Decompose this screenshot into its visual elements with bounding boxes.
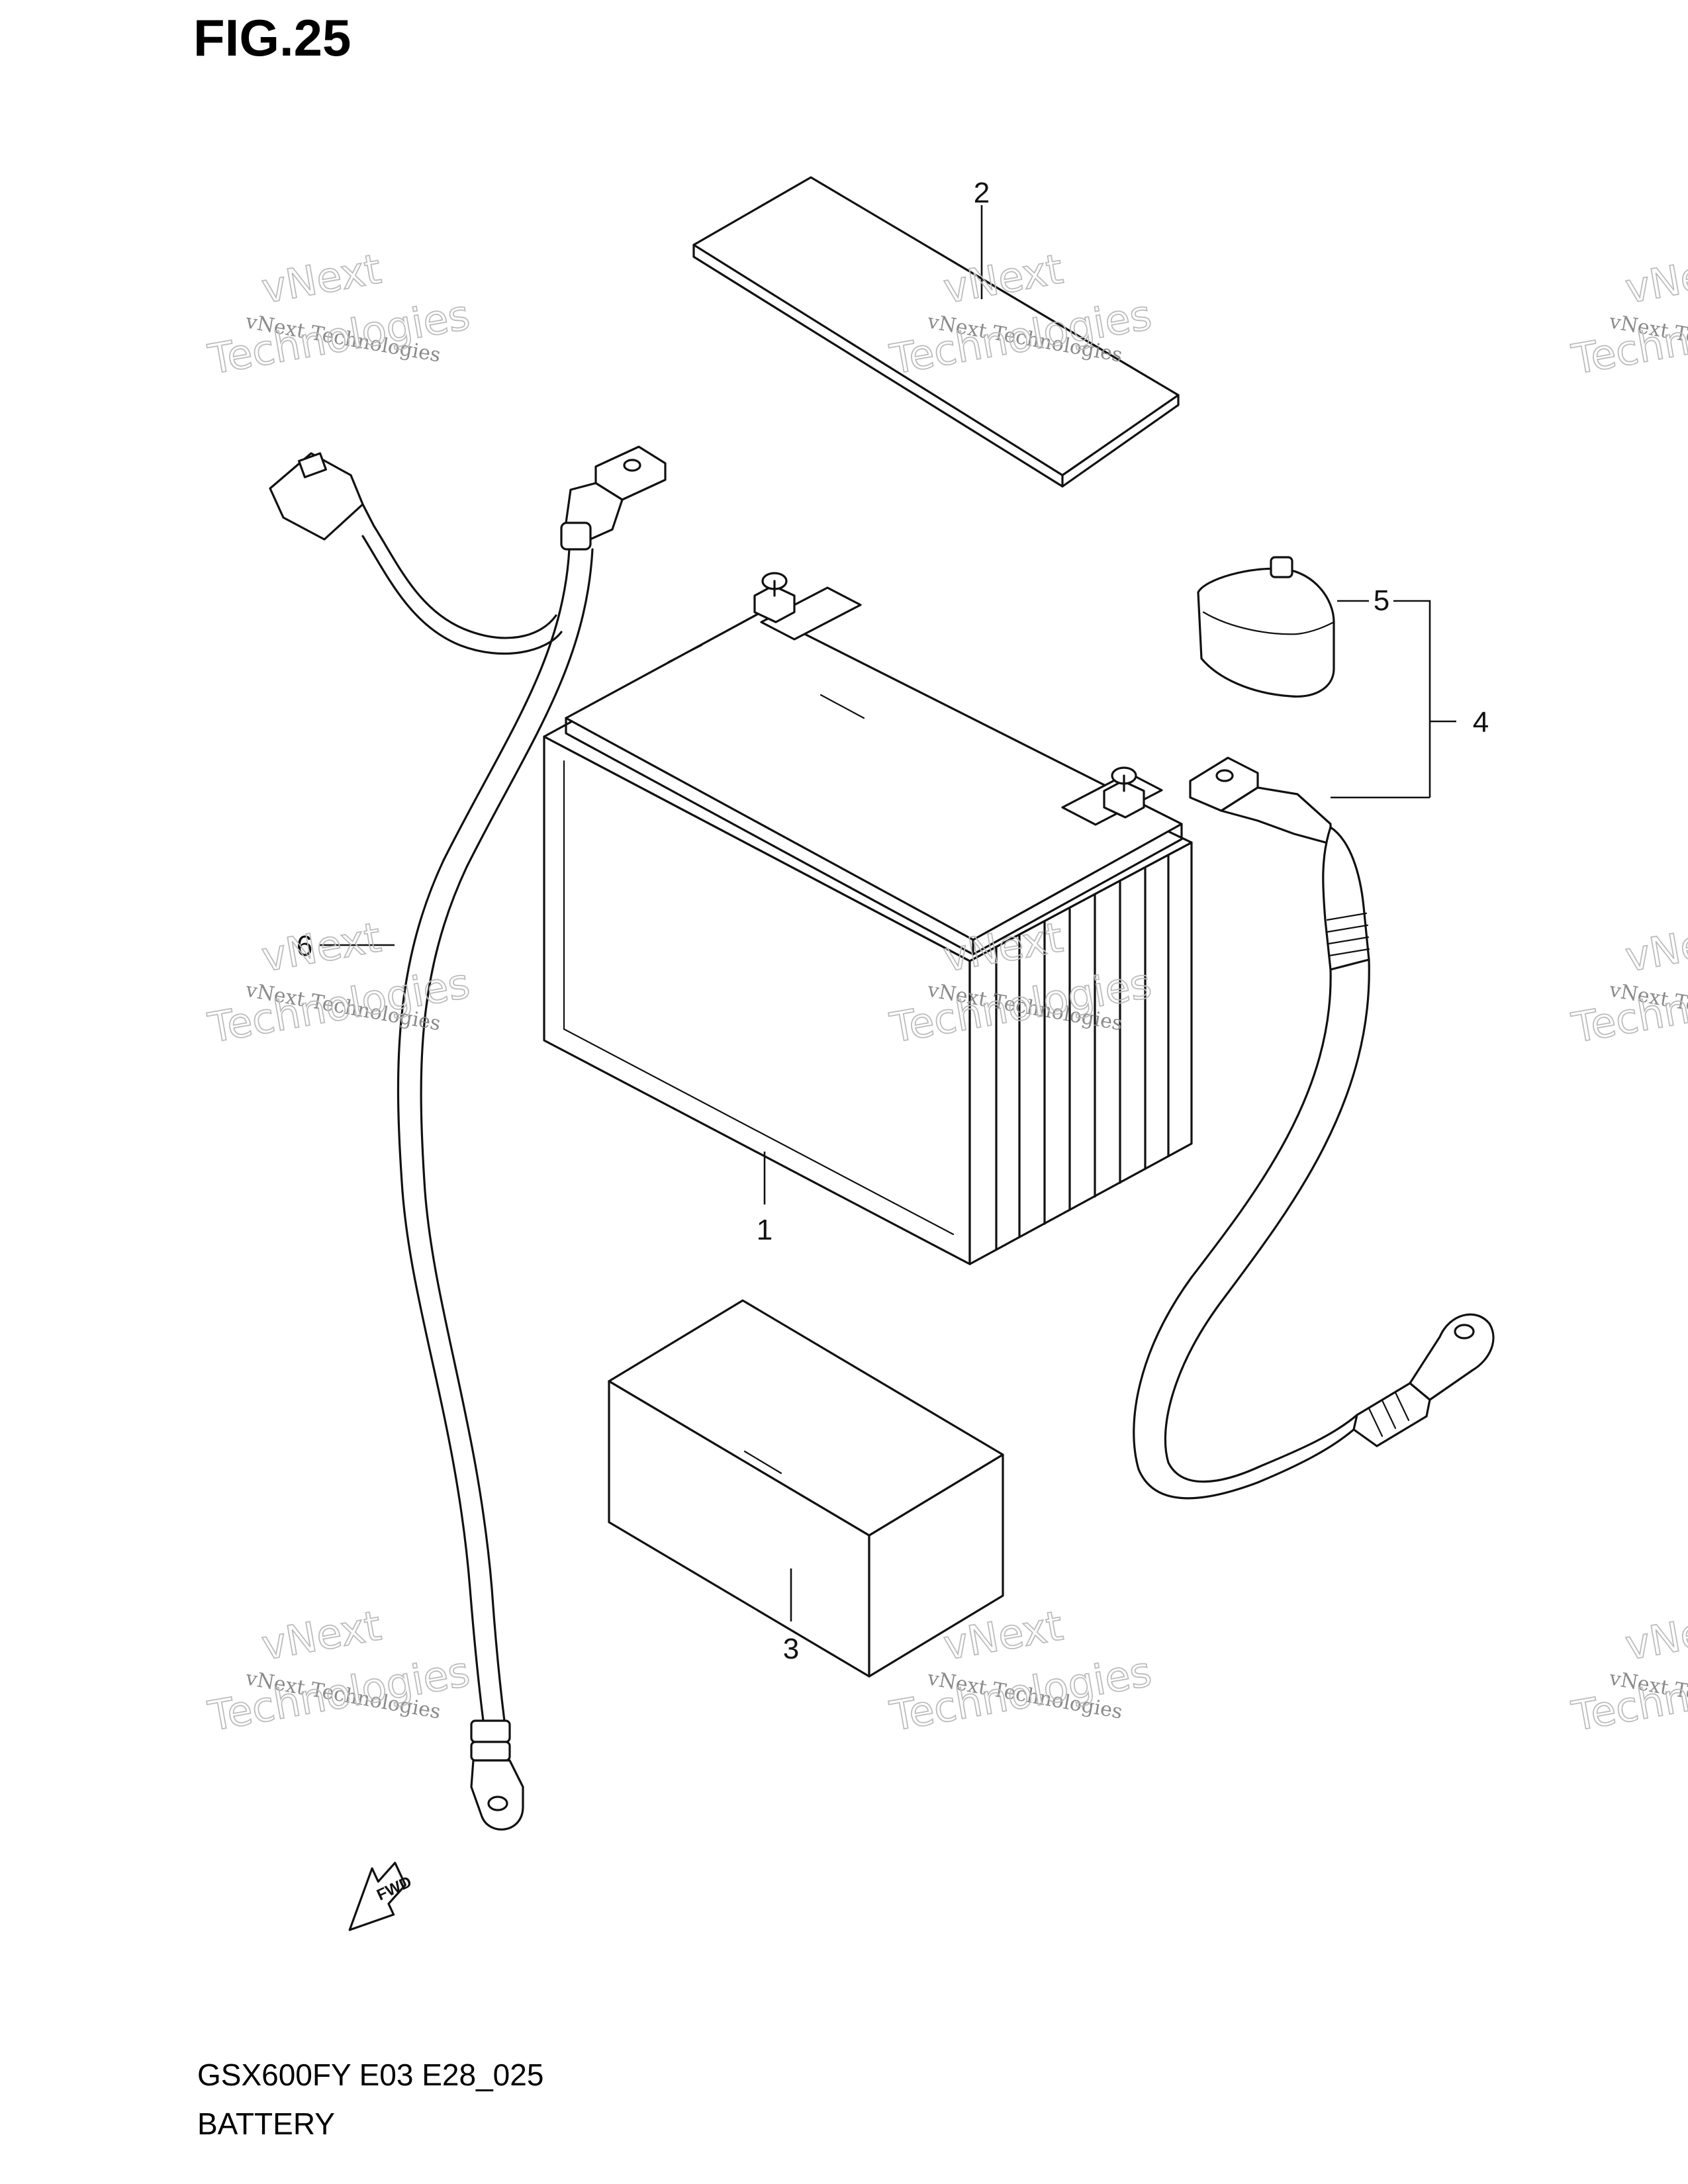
svg-text:Technologies: Technologies [205,1647,473,1741]
svg-text:vNext: vNext [258,244,385,312]
fwd-arrow-icon: FWD [348,1862,414,1931]
svg-text:Technologies: Technologies [886,1647,1155,1741]
callout-5: 5 [1374,584,1389,617]
callout-2: 2 [974,177,990,209]
svg-text:Technologies: Technologies [205,291,473,384]
callout-1: 1 [757,1214,773,1246]
part-3-spacer[interactable] [608,1299,1004,1678]
leader-lines [319,205,1456,1621]
part-1-battery[interactable] [543,586,1193,1265]
part-5-terminal-cover[interactable] [1197,556,1335,698]
svg-text:vNext: vNext [1622,244,1688,312]
terminal-bolt-negative [1103,766,1145,819]
callout-6: 6 [297,930,312,962]
figure-title: FIG.25 [193,9,352,67]
terminal-bolt-positive [753,572,796,623]
svg-text:vNext: vNext [1622,1601,1688,1669]
part-6-lead-wire[interactable] [269,445,667,1831]
svg-text:vNext: vNext [258,1601,385,1669]
callout-4: 4 [1473,706,1489,739]
svg-text:vNext: vNext [1622,913,1688,981]
svg-text:vNext: vNext [940,244,1066,312]
watermark: vNext vNext Technologies Technologies vN… [204,244,1688,1741]
section-name: BATTERY [197,2107,335,2141]
model-code: GSX600FY E03 E28_025 [197,2058,544,2092]
callout-3: 3 [783,1633,799,1665]
svg-text:vNext: vNext [258,913,385,981]
part-2-pad[interactable] [692,176,1180,488]
part-4-battery-cable[interactable] [1133,756,1495,1500]
svg-text:Technologies: Technologies [205,959,473,1052]
